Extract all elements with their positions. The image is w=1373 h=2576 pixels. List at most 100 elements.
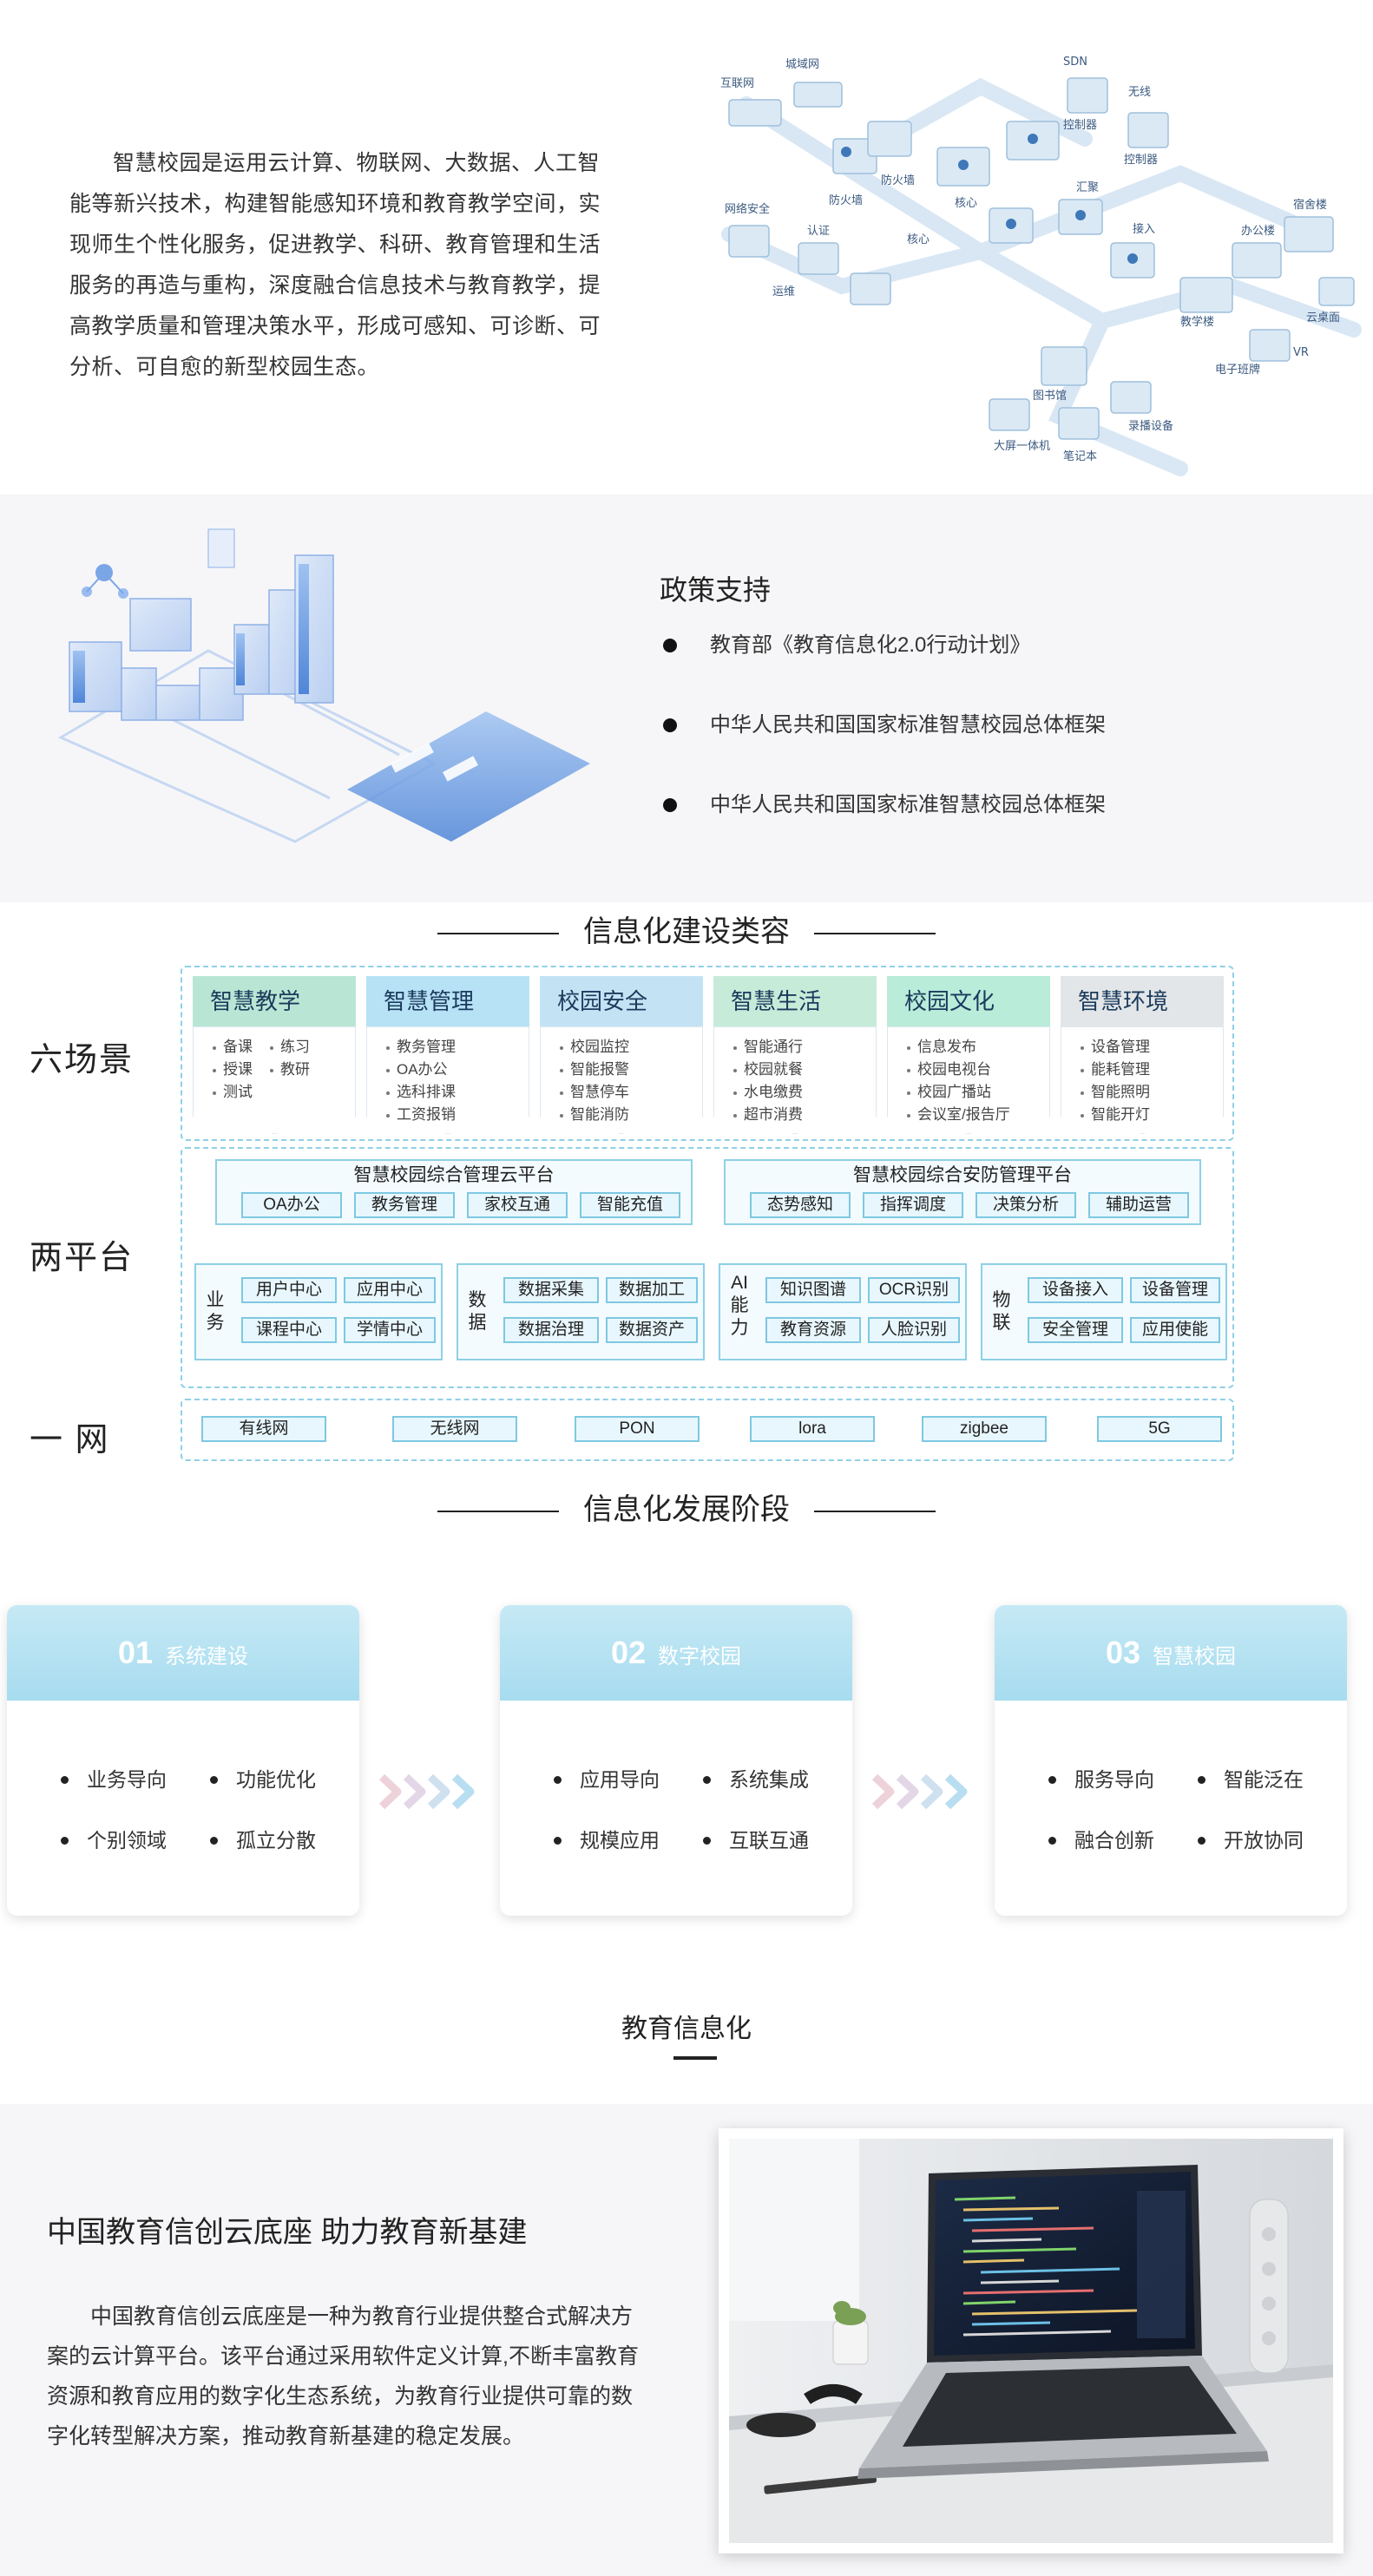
- scene-item: 教务管理: [386, 1036, 525, 1059]
- stage-points: 服务导向智能泛在融合创新开放协同: [1047, 1749, 1333, 1871]
- heading-line-left: [437, 933, 559, 935]
- platform-management: 智慧校园综合管理云平台 OA办公 教务管理 家校互通 智能充值: [215, 1159, 693, 1225]
- label-metro: 城域网: [785, 58, 819, 71]
- platforms-container: 智慧校园综合管理云平台 OA办公 教务管理 家校互通 智能充值 智慧校园综合安防…: [181, 1147, 1234, 1388]
- label-teaching-building: 教学楼: [1180, 315, 1214, 329]
- label-office: 办公楼: [1241, 225, 1275, 238]
- scene-item: OA办公: [386, 1059, 525, 1081]
- laptop-photo: [729, 2139, 1333, 2543]
- row-label-scenes: 六场景: [30, 1042, 135, 1078]
- stage-point: 个别领域: [59, 1810, 208, 1871]
- label-sdn-controller: 控制器: [1063, 119, 1097, 132]
- intro-paragraph: 智慧校园是运用云计算、物联网、大数据、人工智能等新兴技术，构建智能感知环境和教育…: [69, 151, 601, 379]
- label-vr: VR: [1293, 346, 1309, 359]
- scene-body: 设备管理 能耗管理 智能照明 智能开灯: [1061, 1026, 1224, 1134]
- stage-point: 业务导向: [59, 1749, 208, 1810]
- module-chip: 设备接入: [1028, 1277, 1123, 1303]
- row-label-network: 一 网: [30, 1422, 110, 1458]
- platform-chip: 态势感知: [750, 1192, 851, 1218]
- scene-item: 智能消防: [560, 1104, 699, 1126]
- stage-points: 业务导向功能优化个别领域孤立分散: [59, 1749, 345, 1871]
- scene-title: 智慧管理: [366, 976, 529, 1026]
- heading-line-left: [437, 1511, 559, 1513]
- module-label: AI能力: [730, 1273, 749, 1338]
- scene-item: 校园广播站: [907, 1081, 1046, 1104]
- stage-point: 应用导向: [552, 1749, 701, 1810]
- network-container: 有线网 无线网 PON lora zigbee 5G: [181, 1399, 1234, 1461]
- module-iot: 物联 设备接入 设备管理 安全管理 应用使能: [981, 1263, 1227, 1360]
- stage-point: 规模应用: [552, 1810, 701, 1871]
- scene-title: 校园安全: [540, 976, 703, 1026]
- stage-point: 开放协同: [1196, 1810, 1326, 1871]
- scene-card-safety: 校园安全 校园监控 智能报警 智慧停车 智能消防: [540, 976, 703, 1134]
- module-chip: 数据加工: [606, 1277, 698, 1303]
- stage-name: 智慧校园: [1153, 1645, 1237, 1668]
- row-label-platforms: 两平台: [30, 1240, 135, 1276]
- scene-items: 智能通行 校园就餐 水电缴费 超市消费: [733, 1036, 872, 1126]
- scene-body: 校园监控 智能报警 智慧停车 智能消防: [540, 1026, 703, 1134]
- construction-heading: 信息化建设类容: [0, 908, 1373, 950]
- edu-section: 中国教育信创云底座 助力教育新基建 中国教育信创云底座是一种为教育行业提供整合式…: [0, 2104, 1373, 2576]
- heading-line-right: [814, 933, 936, 935]
- platform-security: 智慧校园综合安防管理平台 态势感知 指挥调度 决策分析 辅助运营: [724, 1159, 1201, 1225]
- stage-number: 02: [610, 1635, 647, 1670]
- chevron-arrows-icon: [378, 1773, 475, 1810]
- isometric-data-illustration: [57, 528, 590, 843]
- module-chip: 数据资产: [606, 1317, 698, 1343]
- module-business: 业务 用户中心 应用中心 课程中心 学情中心: [194, 1263, 443, 1360]
- scene-card-management: 智慧管理 教务管理 OA办公 选科排课 工资报销: [366, 976, 529, 1134]
- network-chip: zigbee: [922, 1416, 1047, 1442]
- stage-header: 03 智慧校园: [995, 1605, 1347, 1701]
- scenes-container: 智慧教学 备课 练习 授课 教研 测试 智慧管理 教务管理 OA办公 选科排课 …: [181, 966, 1234, 1141]
- scene-body: 智能通行 校园就餐 水电缴费 超市消费: [713, 1026, 877, 1134]
- module-chip: 用户中心: [241, 1277, 337, 1303]
- scene-body: 教务管理 OA办公 选科排课 工资报销: [366, 1026, 529, 1134]
- scene-card-culture: 校园文化 信息发布 校园电视台 校园广播站 会议室/报告厅: [887, 976, 1050, 1134]
- scene-item: 校园就餐: [733, 1059, 872, 1081]
- edu-title: 中国教育信创云底座 助力教育新基建: [47, 2216, 528, 2249]
- platform-chip: 决策分析: [976, 1192, 1076, 1218]
- label-core-1: 核心: [955, 197, 977, 210]
- scene-item: 授课: [213, 1059, 270, 1081]
- label-aggregate: 汇聚: [1076, 181, 1099, 194]
- module-chip: OCR识别: [868, 1277, 960, 1303]
- stage-point: 融合创新: [1047, 1810, 1196, 1871]
- module-chip: 人脸识别: [868, 1317, 960, 1343]
- scene-title: 智慧环境: [1061, 976, 1224, 1026]
- label-wireless: 无线: [1128, 86, 1151, 99]
- stage-number: 03: [1105, 1635, 1141, 1670]
- network-chip: 无线网: [392, 1416, 517, 1442]
- label-cloud-desktop: 云桌面: [1306, 311, 1340, 324]
- module-label: 物联: [992, 1290, 1011, 1333]
- network-chip: 有线网: [201, 1416, 326, 1442]
- stage-name: 系统建设: [165, 1645, 249, 1668]
- policy-section: 政策支持 教育部《教育信息化2.0行动计划》 中华人民共和国国家标准智慧校园总体…: [0, 495, 1373, 902]
- label-ops: 运维: [772, 285, 795, 298]
- stage-point: 孤立分散: [208, 1810, 338, 1871]
- label-dorm: 宿舍楼: [1293, 198, 1327, 212]
- scene-item: 智能开灯: [1081, 1104, 1219, 1126]
- label-core-2: 核心: [907, 233, 930, 246]
- scene-item: 会议室/报告厅: [907, 1104, 1046, 1126]
- label-library: 图书馆: [1033, 390, 1067, 403]
- platform-chip: 辅助运营: [1088, 1192, 1189, 1218]
- module-chip: 应用中心: [344, 1277, 436, 1303]
- scene-item: 备课: [213, 1036, 270, 1059]
- module-chip: 数据治理: [503, 1317, 599, 1343]
- module-label: 业务: [206, 1290, 225, 1333]
- platform-title: 智慧校园综合管理云平台: [353, 1165, 555, 1185]
- scene-item: 超市消费: [733, 1104, 872, 1126]
- network-chip: PON: [575, 1416, 700, 1442]
- stage-point: 系统集成: [701, 1749, 831, 1810]
- policy-item: 教育部《教育信息化2.0行动计划》: [660, 625, 1106, 705]
- scene-item: 选科排课: [386, 1081, 525, 1104]
- stages-title: 信息化发展阶段: [583, 1493, 790, 1526]
- platform-title: 智慧校园综合安防管理平台: [853, 1165, 1072, 1185]
- scene-item: 信息发布: [907, 1036, 1046, 1059]
- scene-title: 校园文化: [887, 976, 1050, 1026]
- platform-chip: 指挥调度: [863, 1192, 963, 1218]
